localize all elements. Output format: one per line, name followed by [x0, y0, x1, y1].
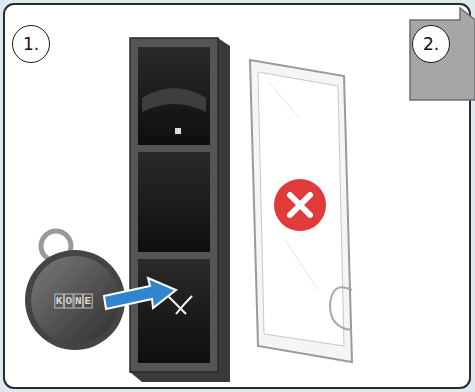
phone-screen: [258, 72, 344, 346]
next-step-arrow: [410, 8, 475, 100]
intercom-panel: [130, 38, 218, 372]
glass-section: [138, 259, 210, 363]
hand-outline: [330, 287, 352, 330]
camera-lens: [142, 88, 206, 112]
frame-panel: [4, 4, 470, 388]
tap-arrow: [104, 278, 176, 309]
button: [175, 128, 181, 134]
glass-section: [138, 152, 210, 252]
phone: [250, 60, 352, 362]
glass-section: [138, 47, 210, 145]
error-icon: [274, 179, 326, 231]
reader-symbol: [168, 296, 192, 314]
step-number-circle: 2.: [412, 25, 450, 63]
panel-side: [130, 38, 230, 382]
step-number: 1.: [23, 34, 39, 54]
step-number: 2.: [423, 34, 439, 54]
brand-logo: KONE: [56, 295, 94, 307]
step-number-circle: 1.: [12, 25, 50, 63]
error-cross: [290, 195, 310, 215]
